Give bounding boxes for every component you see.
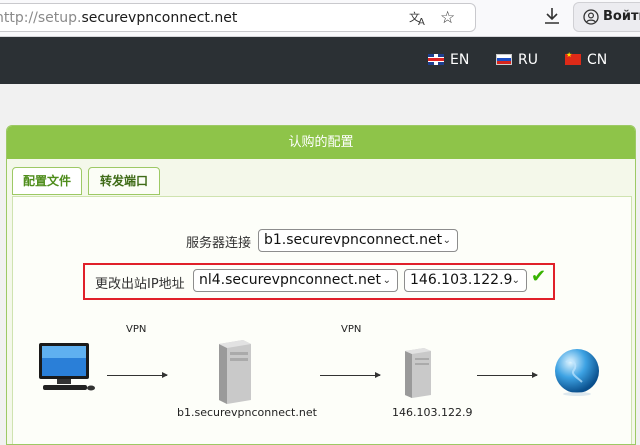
svg-text:文: 文 — [409, 10, 420, 24]
lang-en-link[interactable]: EN — [428, 52, 469, 70]
chevron-down-icon: ⌄ — [511, 275, 520, 286]
url-prefix: http://setup. — [0, 10, 82, 26]
tab-config-file[interactable]: 配置文件 — [12, 167, 82, 195]
check-icon: ✔ — [531, 266, 547, 287]
lang-cn-label: CN — [587, 52, 608, 68]
download-icon[interactable] — [543, 6, 563, 28]
arrow-icon — [107, 372, 168, 378]
node2-label: 146.103.122.9 — [392, 406, 473, 419]
lang-ru-label: RU — [518, 52, 538, 68]
panel-title: 认购的配置 — [7, 126, 635, 159]
exit-ip-value: 146.103.122.9 — [410, 272, 513, 288]
uk-flag-icon — [428, 53, 444, 65]
exit-ip-select[interactable]: 146.103.122.9 ⌄ — [404, 269, 527, 292]
user-icon — [583, 9, 599, 25]
computer-icon — [39, 343, 95, 391]
arrow-icon — [320, 372, 381, 378]
node1-label: b1.securevpnconnect.net — [177, 406, 317, 419]
china-flag-icon — [565, 51, 581, 65]
tab-port-forwarding[interactable]: 转发端口 — [88, 167, 160, 195]
signin-label: Войти — [603, 9, 640, 24]
signin-button[interactable]: Войти — [573, 2, 640, 32]
url-text[interactable]: http://setup.securevpnconnect.net — [0, 10, 237, 26]
server-connection-label: 服务器连接 — [186, 236, 252, 251]
chevron-down-icon: ⌄ — [382, 275, 391, 286]
vpn-label-2: VPN — [341, 324, 362, 335]
server-icon — [219, 340, 251, 404]
bookmark-star-icon[interactable]: ☆ — [440, 8, 456, 28]
server-icon — [405, 348, 431, 398]
lang-ru-link[interactable]: RU — [496, 52, 538, 70]
arrow-icon — [477, 372, 538, 378]
chevron-down-icon: ⌄ — [442, 235, 451, 246]
lang-en-label: EN — [450, 52, 470, 68]
tab-content: 服务器连接 b1.securevpnconnect.net ⌄ — [12, 196, 632, 444]
lang-cn-link[interactable]: CN — [565, 51, 608, 70]
exit-ip-label: 更改出站IP地址 — [95, 277, 185, 292]
exit-ip-highlight — [83, 263, 555, 300]
exit-server-select[interactable]: nl4.securevpnconnect.net ⌄ — [193, 269, 398, 292]
vpn-label-1: VPN — [126, 324, 147, 335]
russia-flag-icon — [496, 53, 512, 65]
server-connection-value: b1.securevpnconnect.net — [264, 232, 443, 248]
exit-server-value: nl4.securevpnconnect.net — [199, 272, 381, 288]
server-connection-select[interactable]: b1.securevpnconnect.net ⌄ — [258, 229, 458, 252]
subscription-config-panel: 认购的配置 配置文件 转发端口 服务器连接 b1.securevpnconnec… — [6, 125, 636, 445]
globe-icon — [555, 349, 599, 396]
url-domain: securevpnconnect.net — [81, 10, 238, 26]
svg-text:A: A — [418, 17, 425, 27]
site-header: EN RU CN — [0, 37, 640, 84]
